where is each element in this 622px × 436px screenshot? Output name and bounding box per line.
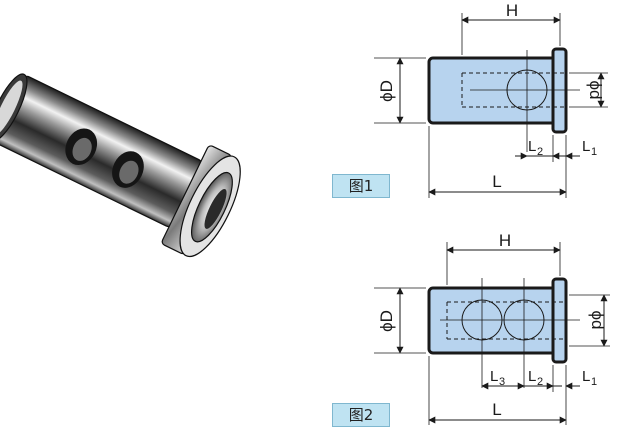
fig2-sleeve-body bbox=[427, 286, 558, 355]
bushing-photo bbox=[0, 73, 241, 258]
fig1-label-d: ϕd bbox=[586, 81, 605, 100]
fig2-label-D: ϕD bbox=[377, 310, 396, 332]
fig2-label-L2-sub: 2 bbox=[537, 376, 543, 388]
fig1-label-L2: L bbox=[528, 138, 536, 155]
fig1-label-L1-sub: 1 bbox=[591, 146, 597, 158]
fig1-sleeve-body bbox=[427, 56, 558, 125]
fig2-label-L2: L bbox=[528, 368, 536, 385]
fig2-label-L3-sub: 3 bbox=[499, 376, 505, 388]
fig2-label-L1: L bbox=[582, 368, 590, 385]
fig1-flange bbox=[551, 47, 568, 134]
fig1-label-L: L bbox=[492, 172, 501, 191]
fig2-label-L: L bbox=[492, 400, 501, 419]
figure1-drawing: H ϕD ϕd L L 2 L 1 bbox=[374, 1, 608, 198]
fig1-label-H: H bbox=[506, 1, 518, 20]
fig2-label-L1-sub: 1 bbox=[591, 376, 597, 388]
fig1-label-L1: L bbox=[582, 138, 590, 155]
fig2-label-H: H bbox=[499, 231, 511, 250]
fig2-label-d: ϕd bbox=[588, 311, 607, 330]
fig1-label-L2-sub: 2 bbox=[537, 146, 543, 158]
figure2-tag: 图2 bbox=[332, 403, 390, 427]
fig2-flange bbox=[551, 277, 568, 364]
bushing-cylinder bbox=[0, 75, 203, 228]
fig1-label-D: ϕD bbox=[377, 80, 396, 102]
figure1-tag: 图1 bbox=[332, 174, 390, 198]
figure2-drawing: H ϕD ϕd L L 3 L 2 L 1 bbox=[374, 231, 610, 425]
fig2-label-L3: L bbox=[490, 368, 498, 385]
